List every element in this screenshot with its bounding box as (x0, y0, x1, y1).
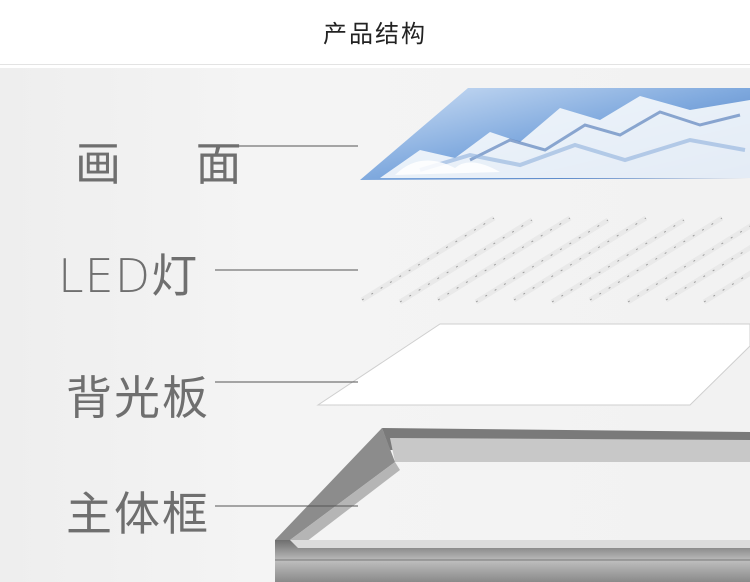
label-main-frame: 主体框 (66, 487, 210, 541)
led-strip (702, 270, 750, 305)
page-title: 产品结构 (323, 20, 427, 48)
led-chips (627, 225, 750, 303)
led-strips-layer (360, 215, 750, 305)
led-chips (589, 217, 723, 301)
screen-image-layer (360, 88, 750, 180)
led-chips (437, 217, 571, 301)
header-divider (0, 64, 750, 65)
label-backlight-plate: 背光板 (66, 371, 210, 425)
led-chips (475, 219, 609, 303)
led-chips (551, 219, 685, 303)
label-screen: 画 面 (75, 137, 272, 191)
led-chips (665, 247, 750, 301)
led-chips (361, 217, 495, 301)
main-frame-layer (275, 428, 750, 582)
header: 产品结构 (0, 0, 750, 62)
backlight-plate-layer (316, 323, 750, 406)
label-led-lights: LED灯 (58, 249, 199, 303)
led-chips (399, 219, 533, 303)
led-chips (513, 217, 647, 301)
led-strip (664, 244, 750, 303)
